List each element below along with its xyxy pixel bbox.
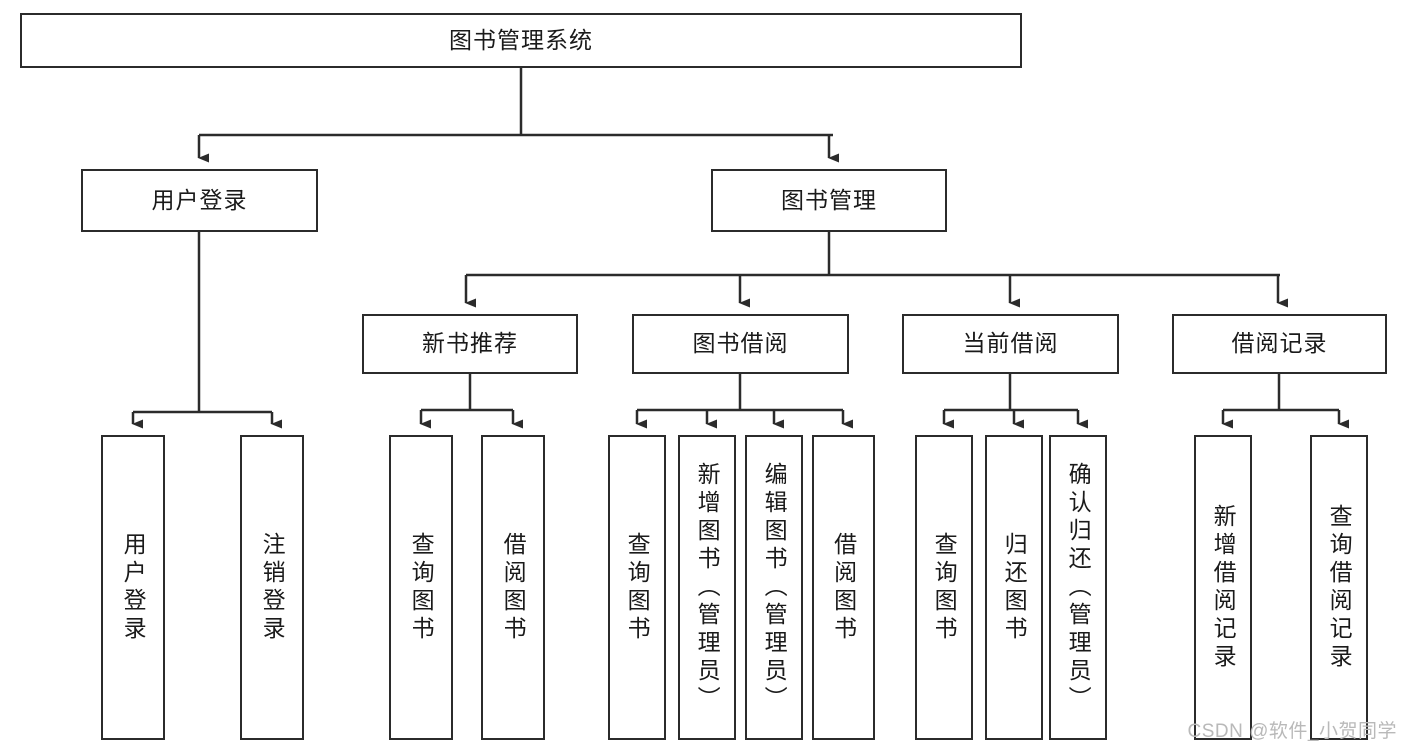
leaf-user-login[interactable]: 用户登录: [101, 435, 165, 740]
node-user-login[interactable]: 用户登录: [81, 169, 318, 232]
leaf-edit-book-admin[interactable]: 编辑图书（管理员）: [745, 435, 803, 740]
node-new-book-recommendation[interactable]: 新书推荐: [362, 314, 578, 374]
node-label: 查询图书: [624, 531, 651, 644]
node-label: 图书借阅: [692, 330, 789, 357]
node-label: 新增借阅记录: [1210, 503, 1237, 672]
node-root[interactable]: 图书管理系统: [20, 13, 1022, 68]
node-label: 查询图书: [931, 531, 958, 644]
node-book-borrow[interactable]: 图书借阅: [632, 314, 849, 374]
node-label: 借阅图书: [500, 531, 527, 644]
node-label: 图书管理: [781, 186, 877, 213]
leaf-confirm-return-admin[interactable]: 确认归还（管理员）: [1049, 435, 1107, 740]
node-label: 新书推荐: [422, 330, 518, 357]
leaf-borrow-book[interactable]: 借阅图书: [812, 435, 875, 740]
leaf-add-borrow-record[interactable]: 新增借阅记录: [1194, 435, 1252, 740]
leaf-query-book-borrow[interactable]: 查询图书: [608, 435, 666, 740]
node-label: 用户登录: [151, 186, 248, 213]
node-label: 图书管理系统: [449, 26, 593, 53]
leaf-add-book-admin[interactable]: 新增图书（管理员）: [678, 435, 736, 740]
node-label: 编辑图书（管理员）: [761, 461, 788, 714]
node-label: 注销登录: [259, 531, 286, 644]
node-label: 查询借阅记录: [1326, 503, 1353, 672]
leaf-borrow-book-recommendation[interactable]: 借阅图书: [481, 435, 545, 740]
leaf-query-book-recommendation[interactable]: 查询图书: [389, 435, 453, 740]
watermark: CSDN @软件_小贺同学: [1187, 721, 1397, 742]
leaf-query-borrow-record[interactable]: 查询借阅记录: [1310, 435, 1368, 740]
node-borrow-record[interactable]: 借阅记录: [1172, 314, 1387, 374]
node-label: 新增图书（管理员）: [694, 461, 721, 714]
node-label: 查询图书: [408, 531, 435, 644]
node-label: 归还图书: [1001, 531, 1028, 644]
node-label: 用户登录: [120, 531, 147, 644]
leaf-logout[interactable]: 注销登录: [240, 435, 304, 740]
node-label: 当前借阅: [962, 330, 1059, 357]
node-label: 确认归还（管理员）: [1065, 461, 1092, 714]
node-book-management[interactable]: 图书管理: [711, 169, 947, 232]
leaf-query-book-current[interactable]: 查询图书: [915, 435, 973, 740]
node-label: 借阅图书: [830, 531, 857, 644]
node-current-borrow[interactable]: 当前借阅: [902, 314, 1119, 374]
leaf-return-book[interactable]: 归还图书: [985, 435, 1043, 740]
node-label: 借阅记录: [1231, 330, 1328, 357]
